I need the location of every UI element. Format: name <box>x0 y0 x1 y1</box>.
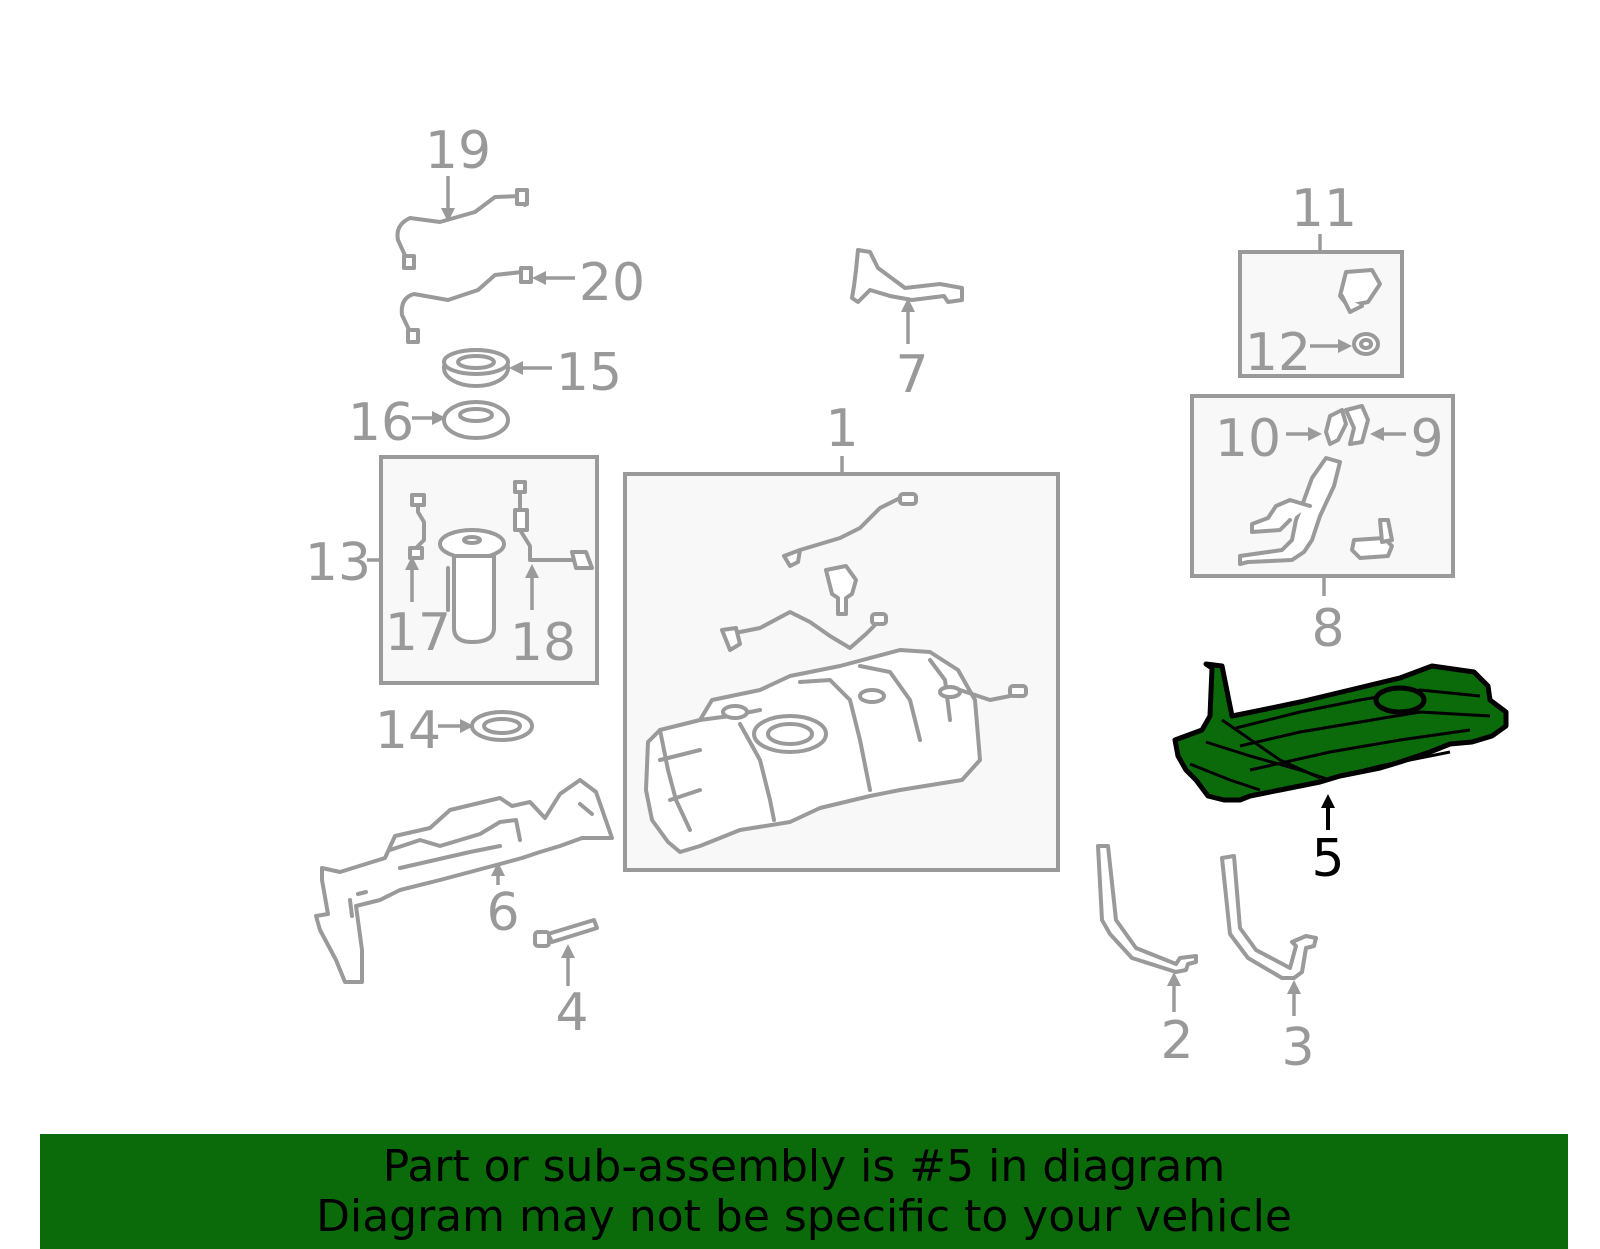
callout-16: 16 <box>348 393 414 453</box>
arrow-2 <box>1167 972 1181 986</box>
callout-2: 2 <box>1160 1011 1193 1071</box>
part-17-wire[interactable] <box>408 493 426 560</box>
arrow-18 <box>525 564 539 578</box>
part-4-bolt[interactable] <box>533 918 599 948</box>
callout-10: 10 <box>1215 409 1281 469</box>
arrow-19 <box>441 208 455 222</box>
callout-1: 1 <box>825 399 858 459</box>
part-3-strap[interactable] <box>1220 854 1318 980</box>
part-5-skid-plate[interactable] <box>1172 661 1509 803</box>
callout-6: 6 <box>486 883 519 943</box>
part-14-o-ring[interactable] <box>470 710 534 742</box>
arrow-15 <box>509 361 523 375</box>
part-1-fuel-tank[interactable] <box>644 648 1028 854</box>
callout-14: 14 <box>375 701 441 761</box>
part-7-vent-hose[interactable] <box>850 248 964 304</box>
arrow-5 <box>1321 794 1335 808</box>
arrow-4 <box>561 944 575 958</box>
part-2-strap[interactable] <box>1096 844 1198 974</box>
arrow-20 <box>532 271 546 285</box>
callout-5: 5 <box>1311 829 1344 889</box>
part-6-heat-shield[interactable] <box>314 778 614 984</box>
notice-banner: Part or sub-assembly is #5 in diagram Di… <box>40 1134 1568 1249</box>
callout-13: 13 <box>305 533 371 593</box>
part-1-tank-hose-upper[interactable] <box>782 492 918 568</box>
part-19-fuel-line[interactable] <box>395 188 529 270</box>
callout-9: 9 <box>1410 409 1443 469</box>
callout-4: 4 <box>555 983 588 1043</box>
part-13-fuel-pump[interactable] <box>438 528 506 644</box>
callout-12: 12 <box>1245 323 1311 383</box>
part-11-fuel-cap[interactable] <box>1338 268 1382 314</box>
part-12-cap-seal[interactable] <box>1352 332 1380 356</box>
callout-20: 20 <box>579 253 645 313</box>
banner-line-2: Diagram may not be specific to your vehi… <box>316 1191 1292 1242</box>
callout-3: 3 <box>1281 1018 1314 1078</box>
arrow-12 <box>1338 339 1352 353</box>
arrow-3 <box>1287 980 1301 994</box>
part-18-wire[interactable] <box>513 480 594 570</box>
callout-15: 15 <box>556 343 622 403</box>
arrow-6 <box>491 862 505 876</box>
callout-8: 8 <box>1311 599 1344 659</box>
part-8-filler-pipe[interactable] <box>1238 456 1394 566</box>
part-16-gasket[interactable] <box>442 400 510 440</box>
callout-18: 18 <box>510 613 576 673</box>
arrow-7 <box>901 298 915 312</box>
callout-11: 11 <box>1291 179 1357 239</box>
part-20-fuel-line[interactable] <box>399 266 533 344</box>
callout-19: 19 <box>425 121 491 181</box>
part-15-lock-ring[interactable] <box>442 348 510 388</box>
box-11-fuel-cap[interactable] <box>1238 250 1404 378</box>
arrow-9 <box>1370 427 1384 441</box>
banner-line-1: Part or sub-assembly is #5 in diagram <box>382 1141 1226 1192</box>
part-1-tank-sender[interactable] <box>824 564 858 616</box>
arrow-17 <box>405 556 419 570</box>
arrow-16 <box>432 411 446 425</box>
callout-7: 7 <box>895 345 928 405</box>
part-10-filler-neck[interactable] <box>1324 408 1348 446</box>
callout-17: 17 <box>385 603 451 663</box>
arrow-14 <box>460 719 474 733</box>
arrow-10 <box>1308 427 1322 441</box>
part-9-retainer[interactable] <box>1344 404 1370 446</box>
part-1-tank-hose-lower[interactable] <box>720 610 888 652</box>
